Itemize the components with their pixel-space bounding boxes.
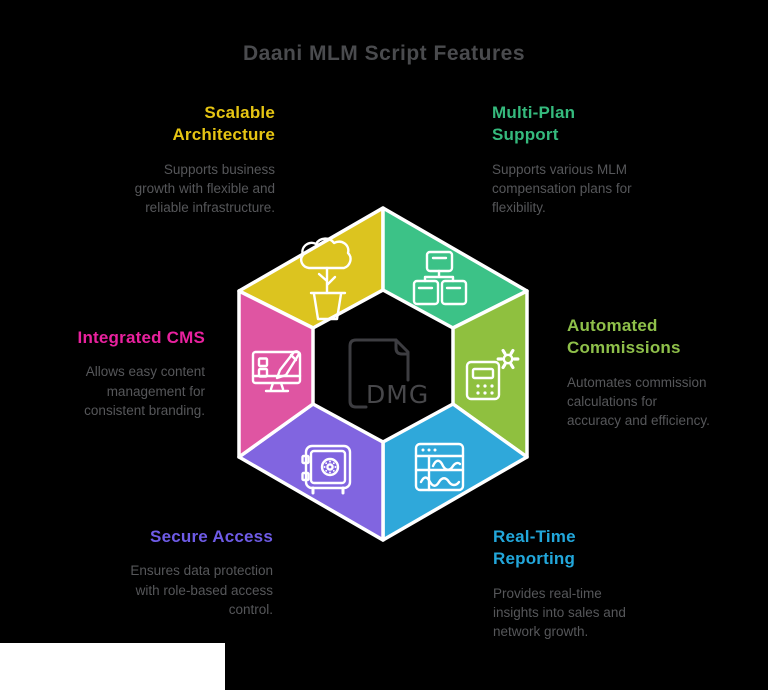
- feature-heading: Scalable Architecture: [172, 103, 275, 145]
- feature-heading: Integrated CMS: [77, 328, 205, 347]
- monitor-edit-icon: [251, 350, 302, 393]
- feature-automated-commissions: Automated Commissions Automates commissi…: [567, 315, 757, 430]
- calculator-gear-icon: [465, 348, 520, 401]
- feature-heading: Secure Access: [150, 527, 273, 546]
- feature-heading: Real-Time Reporting: [493, 527, 576, 569]
- safe-vault-icon: [301, 444, 352, 495]
- feature-description: Allows easy content management for consi…: [84, 364, 205, 418]
- document-file-icon: DMG: [348, 338, 429, 409]
- feature-integrated-cms: Integrated CMS Allows easy content manag…: [25, 327, 205, 420]
- feature-description: Supports business growth with flexible a…: [134, 161, 275, 216]
- feature-description: Provides real-time insights into sales a…: [493, 585, 626, 640]
- report-chart-icon: [414, 442, 465, 492]
- feature-multi-plan-support: Multi-Plan Support Supports various MLM …: [492, 102, 677, 217]
- feature-description: Supports various MLM compensation plans …: [492, 161, 632, 216]
- feature-heading: Automated Commissions: [567, 316, 681, 358]
- hierarchy-network-icon: [412, 250, 468, 306]
- page-title: Daani MLM Script Features: [242, 42, 526, 65]
- feature-real-time-reporting: Real-Time Reporting Provides real-time i…: [493, 526, 673, 641]
- feature-description: Automates commission calculations for ac…: [567, 374, 710, 429]
- segment-integrated-cms: [237, 289, 315, 459]
- feature-description: Ensures data protection with role-based …: [130, 563, 273, 617]
- feature-secure-access: Secure Access Ensures data protection wi…: [83, 526, 273, 619]
- feature-heading: Multi-Plan Support: [492, 103, 576, 145]
- file-type-label: DMG: [366, 380, 429, 409]
- bottom-left-white-box: [0, 643, 225, 690]
- plant-growth-icon: [300, 237, 352, 321]
- feature-scalable-architecture: Scalable Architecture Supports business …: [90, 102, 275, 217]
